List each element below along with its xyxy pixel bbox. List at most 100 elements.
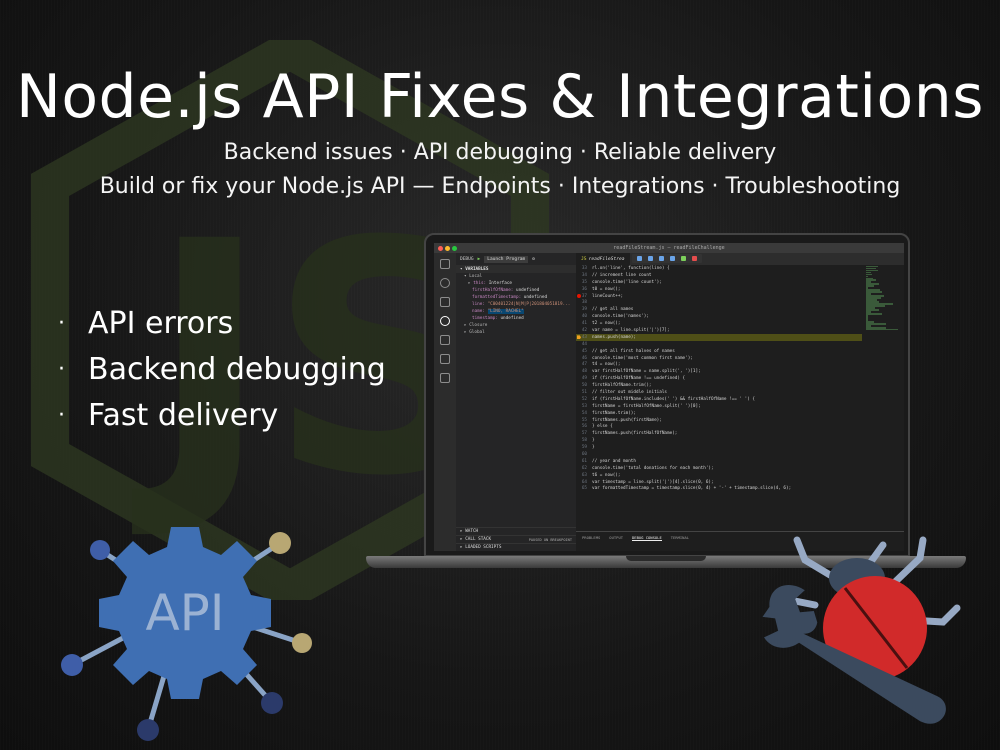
- code-text: var formattedTimestamp = timestamp.slice…: [592, 486, 792, 492]
- line-number: 51: [581, 389, 587, 395]
- continue-icon[interactable]: [637, 256, 642, 261]
- code-line[interactable]: 56 } else {: [576, 423, 862, 430]
- tab-output[interactable]: OUTPUT: [609, 535, 624, 540]
- code-line[interactable]: 51 // filter out middle initials: [576, 389, 862, 396]
- variable-row[interactable]: ▸ this: Interface: [468, 281, 513, 286]
- code-text: var firstHalfOfName = name.split(', ')[1…: [592, 369, 701, 375]
- subtitle-primary: Backend issues · API debugging · Reliabl…: [223, 140, 777, 165]
- code-line[interactable]: 53 firstName = firstHalfOfName.split(' '…: [576, 403, 862, 410]
- code-line[interactable]: 37 lineCount++;: [576, 293, 862, 300]
- tab-debug-console[interactable]: DEBUG CONSOLE: [632, 535, 662, 541]
- code-line[interactable]: 64 var timestamp = line.split('|')[4].sl…: [576, 479, 862, 486]
- code-line[interactable]: 45 // get all first halves of names: [576, 348, 862, 355]
- step-over-icon[interactable]: [648, 256, 653, 261]
- window-titlebar: [434, 243, 904, 253]
- code-line[interactable]: 57 firstNames.push(firstHalfOfName);: [576, 430, 862, 437]
- step-into-icon[interactable]: [659, 256, 664, 261]
- code-line[interactable]: 49 if (firstHalfOfName !== undefined) {: [576, 375, 862, 382]
- global-scope[interactable]: ▸ Global: [464, 330, 485, 335]
- explorer-icon[interactable]: [440, 259, 450, 269]
- closure-scope[interactable]: ▸ Closure: [464, 323, 488, 328]
- code-line[interactable]: 52 if (firstHalfOfName.includes(' ') && …: [576, 396, 862, 403]
- code-line[interactable]: 48 var firstHalfOfName = name.split(', '…: [576, 368, 862, 375]
- code-line[interactable]: 44: [576, 341, 862, 348]
- code-line[interactable]: 50 firstHalfOfName.trim();: [576, 382, 862, 389]
- code-line[interactable]: 55 firstNames.push(firstName);: [576, 417, 862, 424]
- code-line[interactable]: 36 t0 = now();: [576, 286, 862, 293]
- minimap-line: [866, 309, 880, 311]
- settings-gear-icon[interactable]: ⚙: [532, 256, 535, 262]
- code-line[interactable]: 42 var name = line.split('|')[7];: [576, 327, 862, 334]
- maximize-window-icon[interactable]: [452, 245, 457, 251]
- local-scope[interactable]: ▾ Local: [464, 274, 483, 279]
- docker-icon[interactable]: [440, 354, 450, 364]
- tab-terminal[interactable]: TERMINAL: [670, 535, 690, 540]
- line-number: 35: [581, 279, 587, 285]
- minimap-line: [866, 311, 871, 313]
- search-icon[interactable]: [440, 278, 450, 288]
- breakpoint-icon[interactable]: [577, 294, 581, 298]
- loaded-scripts-section[interactable]: ▸ LOADED SCRIPTS: [456, 543, 576, 551]
- code-line[interactable]: 60: [576, 451, 862, 458]
- code-line[interactable]: 43 names.push(name);: [576, 333, 862, 341]
- minimap-line: [866, 329, 898, 331]
- watch-section[interactable]: ▸ WATCH: [456, 527, 576, 535]
- line-number: 34: [581, 272, 587, 278]
- variables-section-header[interactable]: ▾ VARIABLES: [456, 265, 576, 273]
- minimize-window-icon[interactable]: [445, 245, 450, 251]
- variable-row[interactable]: formattedTimestamp: undefined: [472, 295, 548, 300]
- variable-row[interactable]: timestamp: undefined: [472, 316, 524, 321]
- variable-row[interactable]: line: "C00401224|N|M|P|201804051819...: [472, 302, 571, 307]
- code-text: lineCount++;: [592, 293, 624, 299]
- code-line[interactable]: 35 console.time('line count');: [576, 279, 862, 286]
- code-line[interactable]: 62 console.time('total donations for eac…: [576, 465, 862, 472]
- line-number: 62: [581, 465, 587, 471]
- code-line[interactable]: 39 // get all names: [576, 306, 862, 313]
- variable-row[interactable]: firstHalfOfName: undefined: [472, 288, 540, 293]
- code-line[interactable]: 63 t6 = now();: [576, 472, 862, 479]
- start-debug-icon[interactable]: ▶: [477, 256, 481, 262]
- code-line[interactable]: 38: [576, 299, 862, 306]
- code-line[interactable]: 65 var formattedTimestamp = timestamp.sl…: [576, 486, 862, 493]
- close-window-icon[interactable]: [438, 245, 443, 251]
- line-number: 40: [581, 314, 587, 320]
- source-control-icon[interactable]: [440, 297, 450, 307]
- minimap[interactable]: [862, 265, 904, 497]
- window-title: readFileStream.js — readFileChallenge: [613, 245, 725, 251]
- tab-problems[interactable]: PROBLEMS: [582, 535, 601, 540]
- current-breakpoint-icon[interactable]: [577, 335, 581, 340]
- line-number: 64: [581, 479, 587, 485]
- checklist-icon[interactable]: [440, 373, 450, 383]
- debug-icon[interactable]: [440, 316, 450, 326]
- line-number: 53: [581, 403, 587, 409]
- api-gear-icon: API: [61, 527, 312, 741]
- restart-icon[interactable]: [681, 256, 686, 261]
- code-text: firstName = firstHalfOfName.split(' ')[0…: [592, 403, 701, 409]
- code-line[interactable]: 41 t2 = now();: [576, 320, 862, 327]
- launch-config-select[interactable]: Launch Program: [484, 255, 529, 263]
- bullet-item: · Backend debugging: [58, 346, 386, 392]
- code-line[interactable]: 61 // year and month: [576, 458, 862, 465]
- minimap-line: [866, 297, 882, 299]
- line-number: 37: [581, 293, 587, 299]
- step-out-icon[interactable]: [670, 256, 675, 261]
- code-line[interactable]: 54 firstName.trim();: [576, 410, 862, 417]
- bullet-list: · API errors · Backend debugging · Fast …: [58, 300, 386, 438]
- code-line[interactable]: 46 console.time('most common first name'…: [576, 355, 862, 362]
- code-text: if (firstHalfOfName !== undefined) {: [592, 376, 686, 382]
- extensions-icon[interactable]: [440, 335, 450, 345]
- stop-icon[interactable]: [692, 256, 697, 261]
- variable-row[interactable]: name: "LINO, RACHEL": [472, 309, 524, 314]
- code-line[interactable]: 47 t4 = now();: [576, 361, 862, 368]
- vscode-window: readFileStream.js — readFileChallenge DE…: [434, 243, 904, 551]
- code-line[interactable]: 59 }: [576, 444, 862, 451]
- code-line[interactable]: 58 }: [576, 437, 862, 444]
- code-line[interactable]: 40 console.time('names');: [576, 313, 862, 320]
- code-line[interactable]: 34 // increment line count: [576, 272, 862, 279]
